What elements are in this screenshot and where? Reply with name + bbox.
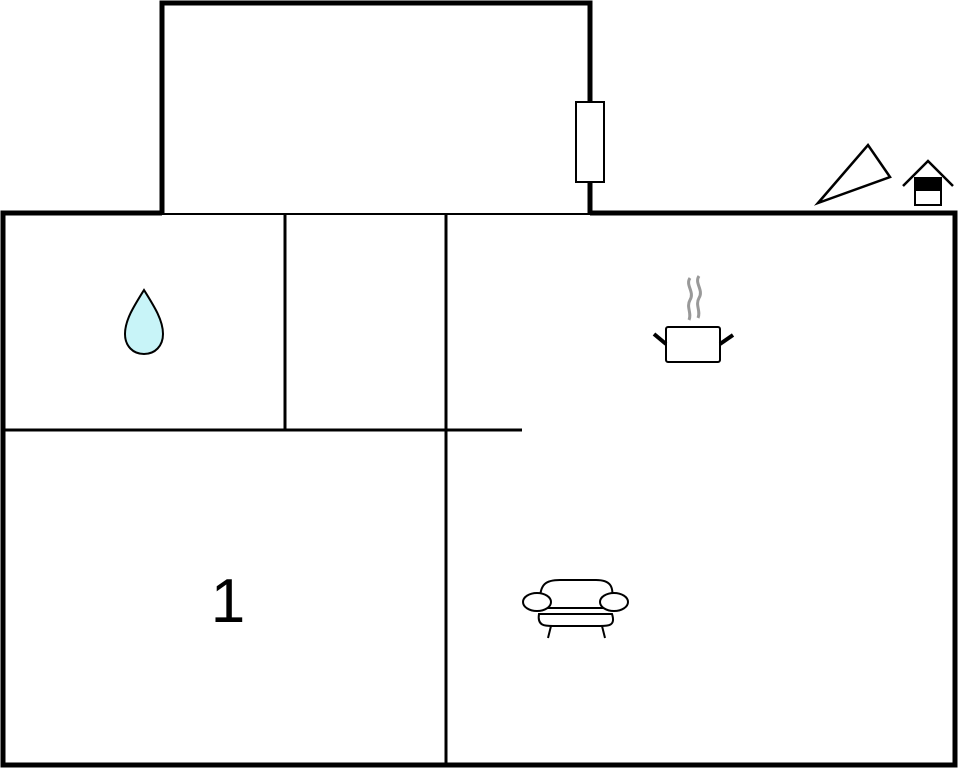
cooking-pot-icon	[652, 275, 735, 363]
room-label: 1	[211, 567, 245, 636]
main-outer-wall-left	[0, 210, 958, 768]
annex-walls	[159, 0, 593, 213]
window	[575, 101, 605, 183]
water-drop-icon	[123, 288, 165, 356]
house-entrance-icon	[902, 159, 954, 206]
terrace-icon	[813, 142, 892, 206]
sofa-icon	[522, 579, 629, 639]
